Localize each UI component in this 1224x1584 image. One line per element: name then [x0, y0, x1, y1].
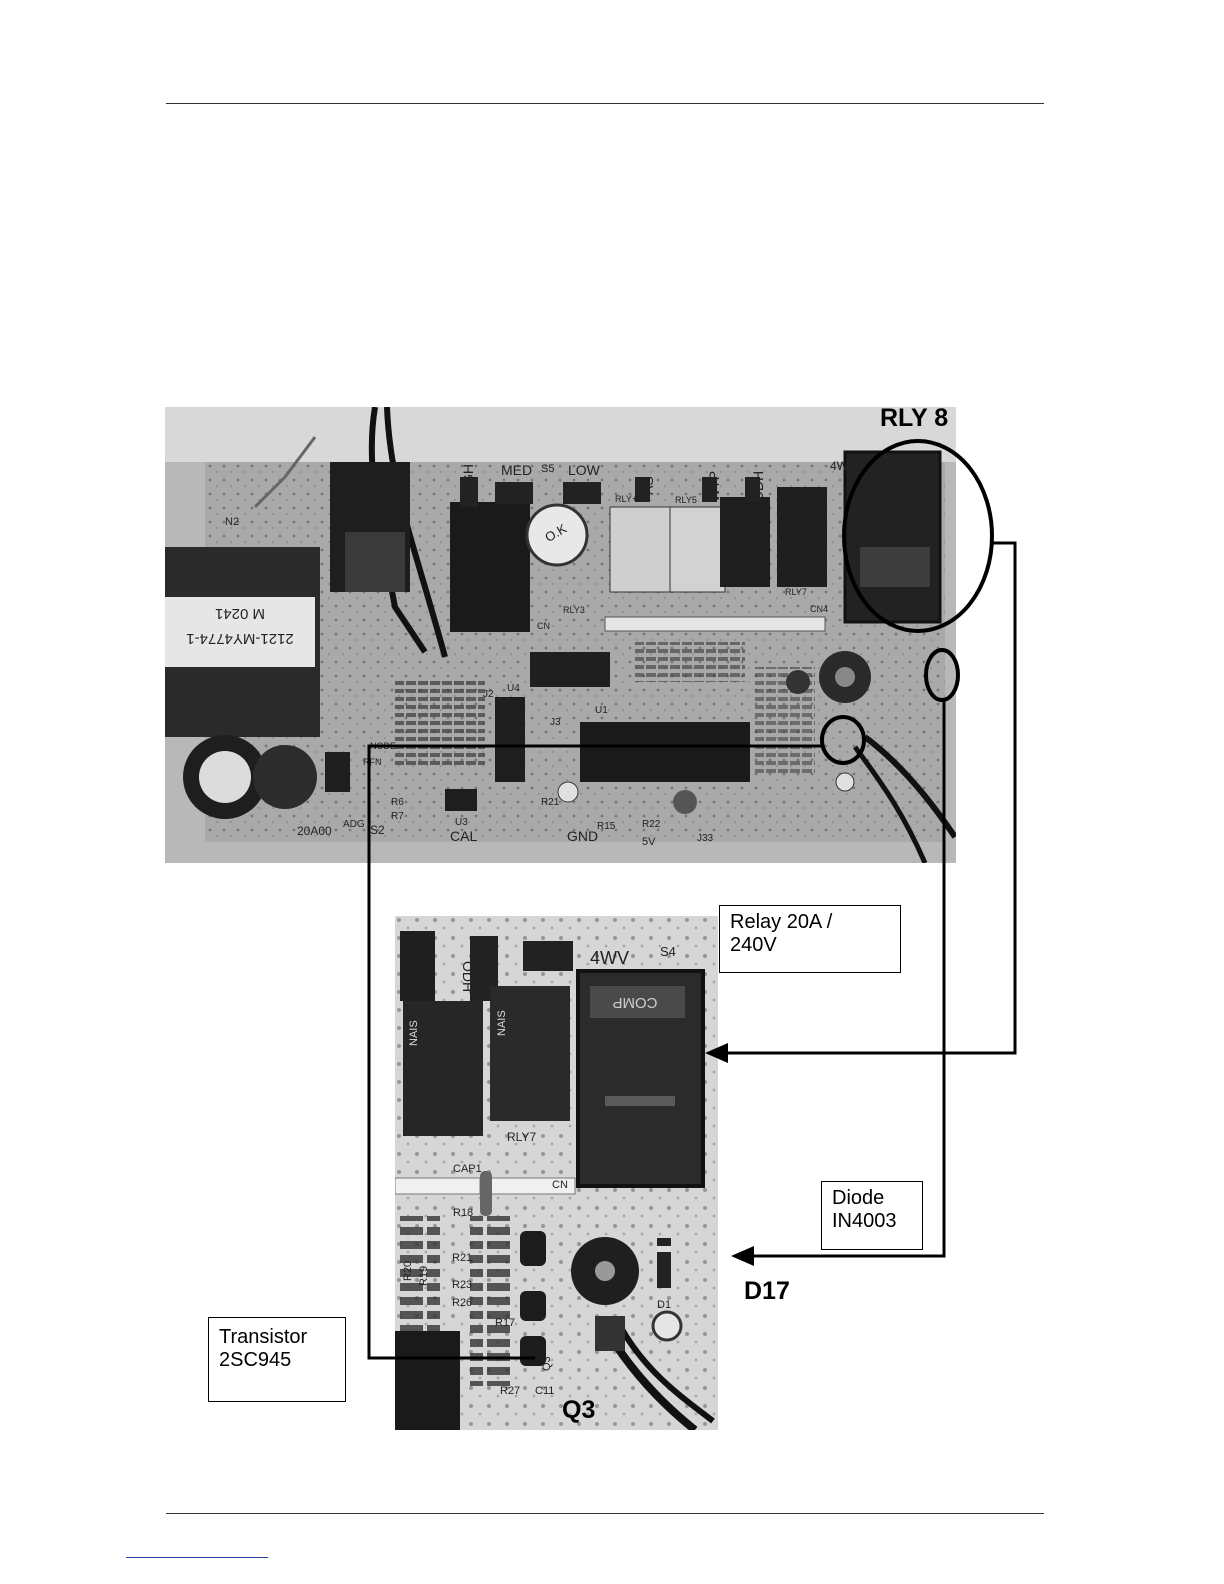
silk-as: AS [640, 476, 656, 495]
zoom-silk-r19: R19 [418, 1266, 430, 1286]
zoom-silk-r18: R18 [453, 1207, 473, 1219]
silk-transformer-code: 2121-MY4774-1 [186, 630, 294, 647]
rly8-label: RLY 8 [880, 404, 948, 433]
transistor-callout-line1: Transistor [219, 1326, 335, 1349]
zoom-silk-rly7: RLY7 [507, 1130, 536, 1144]
silk-s2: S2 [370, 823, 385, 837]
silk-j2: J2 [483, 689, 494, 700]
silk-low: LOW [568, 462, 601, 478]
relay-callout-line1: Relay 20A / [730, 911, 890, 934]
silk-j3: J3 [550, 717, 561, 728]
zoom-silk-r21: R21 [452, 1252, 472, 1264]
silk-j33: J33 [697, 833, 714, 844]
footer-rule [166, 1513, 1044, 1514]
zoom-silk-cap1: CAP1 [453, 1163, 482, 1175]
zoom-silk-odh: ODH [460, 961, 476, 992]
pcb-photo-zoom: NAIS NAIS COMP ODH 4WV [395, 916, 718, 1430]
silk-r21: R21 [541, 797, 560, 808]
footer-link-underline[interactable] [126, 1557, 268, 1558]
silk-5v: 5V [642, 836, 656, 848]
transistor-callout: Transistor 2SC945 [208, 1317, 346, 1402]
silk-rly5: RLY5 [675, 495, 697, 505]
silk-u4: U4 [507, 683, 520, 694]
silk-n2: N2 [225, 516, 239, 528]
silk-gnd: GND [567, 828, 598, 844]
silk-4wv: 4WV [830, 459, 856, 473]
zoom-silk-cn: CN [552, 1179, 568, 1191]
d17-label: D17 [744, 1277, 790, 1306]
silk-r15: R15 [597, 821, 616, 832]
silk-cn4: CN4 [810, 604, 828, 614]
silk-cn: CN [537, 621, 550, 631]
zoom-silk-r23: R23 [452, 1279, 472, 1291]
zoom-silk-r20: R20 [402, 1261, 414, 1281]
zoom-silk-d1: D1 [657, 1299, 671, 1311]
diode-callout: Diode IN4003 [821, 1181, 923, 1250]
silk-r22: R22 [642, 819, 661, 830]
zoom-silk-r27: R27 [500, 1385, 520, 1397]
silk-u1: U1 [595, 705, 608, 716]
silk-rfn: RFN [363, 757, 382, 767]
silk-odh: ODH [750, 471, 766, 502]
silk-20a00: 20A00 [297, 824, 332, 838]
pcb-photo-main: 2121-MY4774-1 M 0241 O.K [165, 407, 956, 863]
diode-callout-line2: IN4003 [832, 1210, 912, 1233]
silk-adg: ADG [343, 819, 365, 830]
q3-label: Q3 [562, 1396, 595, 1425]
svg-text:NAIS: NAIS [496, 1010, 508, 1036]
relay-callout: Relay 20A / 240V [719, 905, 901, 973]
relay-callout-line2: 240V [730, 934, 890, 957]
silk-r6: R6 [391, 797, 404, 808]
zoom-silk-s4: S4 [660, 944, 676, 959]
silk-cal: CAL [450, 828, 477, 844]
silk-wtp: WTP [706, 471, 722, 502]
svg-text:COMP: COMP [613, 994, 658, 1011]
zoom-silk-4wv: 4WV [590, 948, 629, 968]
silk-r7: R7 [391, 811, 404, 822]
diode-callout-line1: Diode [832, 1187, 912, 1210]
zoom-silk-r17: R17 [495, 1317, 515, 1329]
header-rule [166, 103, 1044, 104]
silk-rly-plus: RLY+ [615, 494, 637, 504]
zoom-silk-r26: R26 [452, 1297, 472, 1309]
silk-s5: S5 [541, 463, 554, 475]
d17-arrow [731, 1246, 754, 1266]
silk-rly3: RLY3 [563, 605, 585, 615]
silk-high: HIGH [460, 464, 476, 499]
silk-node: NODE [370, 741, 396, 751]
zoom-silk-c11: C11 [535, 1385, 554, 1397]
silk-rly7: RLY7 [785, 587, 807, 597]
svg-text:NAIS: NAIS [408, 1020, 420, 1046]
silk-transformer-mark: M 0241 [215, 605, 265, 622]
transistor-callout-line2: 2SC945 [219, 1349, 335, 1372]
silk-u3: U3 [455, 817, 468, 828]
silk-med: MED [501, 462, 532, 478]
zoom-silk-q3-small: Q3 [541, 1356, 553, 1371]
